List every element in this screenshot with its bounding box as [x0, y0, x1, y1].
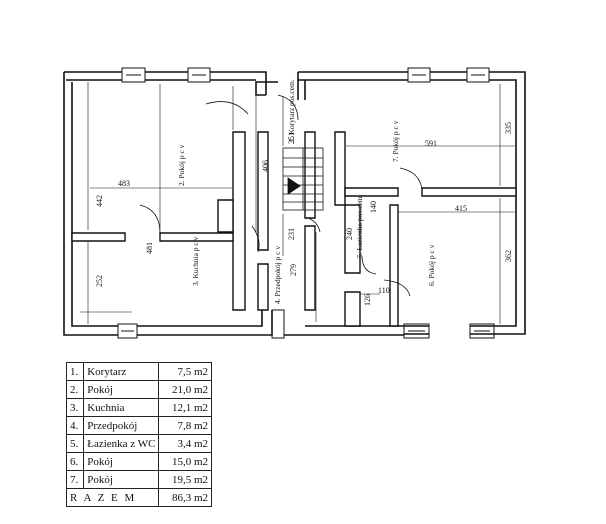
- table-row: 5. Łazienka z WC 3,4 m2: [65, 434, 212, 453]
- room-name: Pokój: [83, 470, 160, 489]
- dim-110: 110: [378, 286, 390, 295]
- dimension-lines: [80, 82, 515, 324]
- room-area: 21,0 m2: [158, 380, 212, 399]
- room-number: 7.: [65, 470, 85, 489]
- room-area: 7,8 m2: [158, 416, 212, 435]
- dim-240: 240: [345, 228, 354, 240]
- room-name: Pokój: [83, 380, 160, 399]
- table-row: 1. Korytarz 7,5 m2: [65, 362, 212, 381]
- dim-251: 251: [287, 132, 296, 144]
- room-number: 5.: [65, 434, 85, 453]
- total-row: R A Z E M 86,3 m2: [65, 488, 212, 507]
- dim-481: 481: [145, 242, 154, 254]
- room-name: Kuchnia: [83, 398, 160, 417]
- dim-126: 126: [363, 294, 372, 306]
- room-area: 19,5 m2: [158, 470, 212, 489]
- room-label-7: 7. Pokój p c v: [391, 120, 400, 162]
- total-label: R A Z E M: [65, 488, 160, 507]
- room-label-2: 2. Pokój p c v: [177, 144, 186, 186]
- room-area: 3,4 m2: [158, 434, 212, 453]
- room-number: 1.: [65, 362, 85, 381]
- dim-335: 335: [504, 122, 513, 134]
- room-label-4: 4. Przedpokój p c v: [273, 246, 282, 304]
- interior-walls[interactable]: [71, 131, 517, 327]
- dim-406: 406: [261, 160, 270, 172]
- dim-231: 231: [287, 228, 296, 240]
- room-name: Pokój: [83, 452, 160, 471]
- stairs: [282, 147, 324, 211]
- table-row: 4. Przedpokój 7,8 m2: [65, 416, 212, 435]
- dim-591: 591: [425, 139, 437, 148]
- room-label-5: 5. Łazienka pos.cem.: [355, 194, 364, 258]
- room-area-table: 1. Korytarz 7,5 m2 2. Pokój 21,0 m2 3. K…: [65, 362, 212, 507]
- room-area: 15,0 m2: [158, 452, 212, 471]
- room-name: Korytarz: [83, 362, 160, 381]
- dim-252: 252: [95, 275, 104, 287]
- room-area: 7,5 m2: [158, 362, 212, 381]
- room-number: 4.: [65, 416, 85, 435]
- dim-483: 483: [118, 179, 130, 188]
- room-name: Łazienka z WC: [83, 434, 160, 453]
- door-swings: [139, 94, 423, 297]
- dim-442: 442: [95, 195, 104, 207]
- dimension-labels: 442 483 481 252 406 251 231 279 126 110 …: [95, 122, 513, 306]
- room-label-1: 1. Korytarz pos.cem.: [287, 79, 296, 142]
- table-row: 7. Pokój 19,5 m2: [65, 470, 212, 489]
- table-row: 2. Pokój 21,0 m2: [65, 380, 212, 399]
- room-label-3: 3. Kuchnia p c v: [191, 236, 200, 286]
- room-label-6: 6. Pokój p c v: [427, 244, 436, 286]
- table-row: 6. Pokój 15,0 m2: [65, 452, 212, 471]
- dim-140: 140: [369, 201, 378, 213]
- room-number: 2.: [65, 380, 85, 399]
- dim-279: 279: [289, 264, 298, 276]
- windows: [117, 67, 495, 339]
- dim-415: 415: [455, 204, 467, 213]
- room-number: 3.: [65, 398, 85, 417]
- table-row: 3. Kuchnia 12,1 m2: [65, 398, 212, 417]
- total-area: 86,3 m2: [158, 488, 212, 507]
- room-number: 6.: [65, 452, 85, 471]
- dim-362: 362: [504, 250, 513, 262]
- room-name: Przedpokój: [83, 416, 160, 435]
- outer-walls: [63, 71, 526, 336]
- room-labels: 1. Korytarz pos.cem. 2. Pokój p c v 3. K…: [177, 79, 436, 304]
- room-area: 12,1 m2: [158, 398, 212, 417]
